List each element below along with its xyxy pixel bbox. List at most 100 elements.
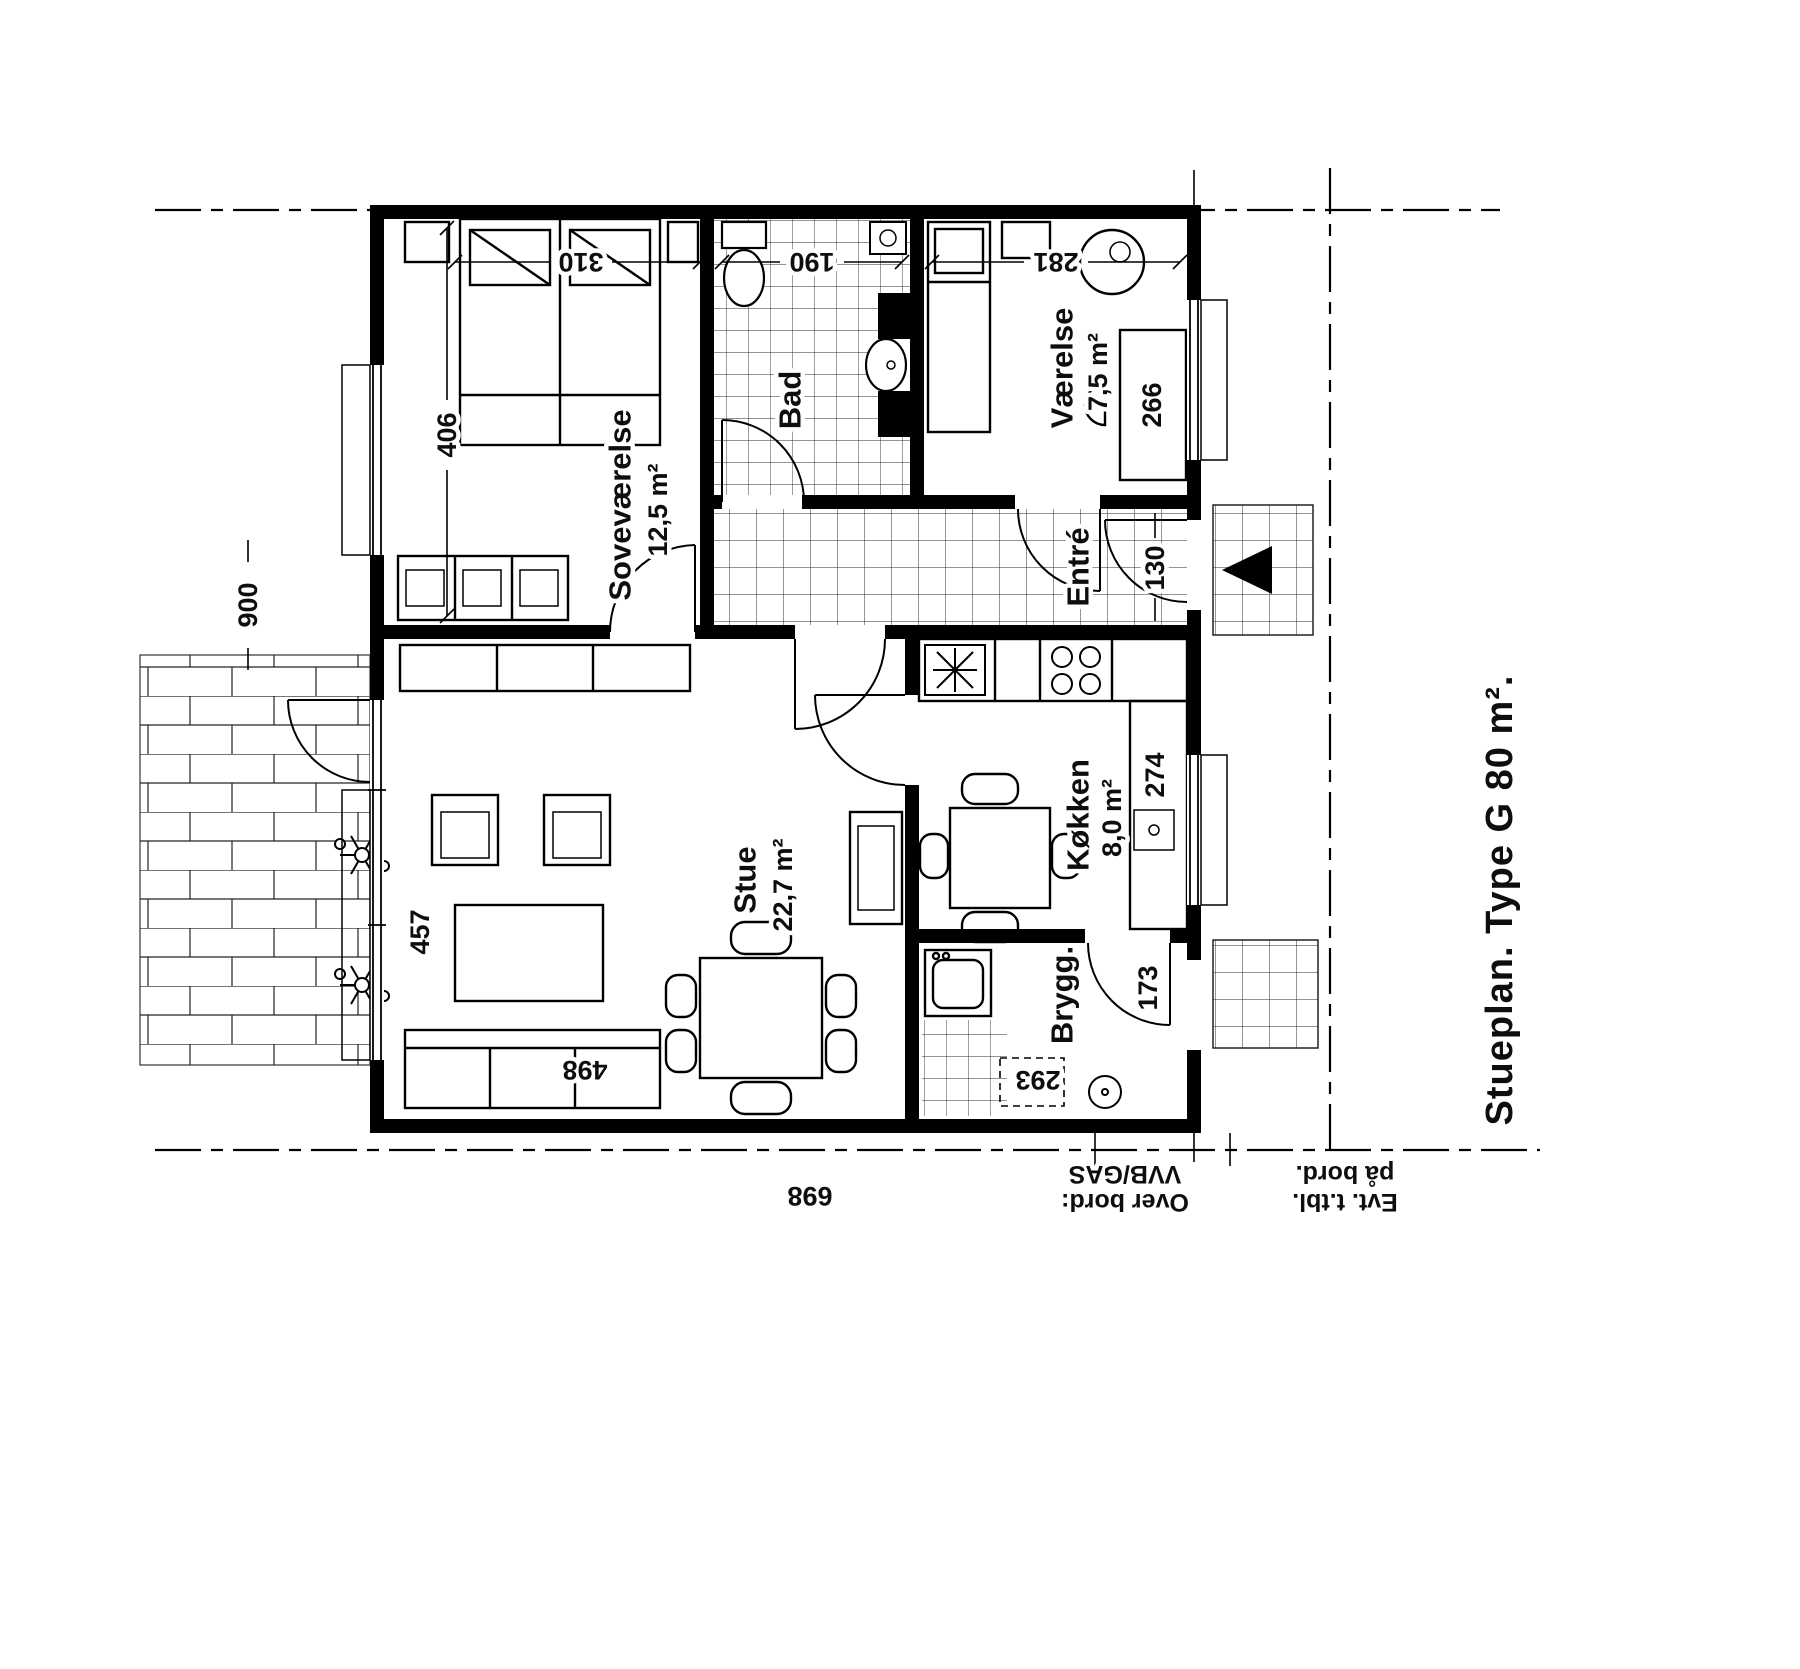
window-bedroom-left bbox=[341, 364, 384, 556]
windows bbox=[341, 299, 1228, 1061]
dimension-lines bbox=[247, 220, 1188, 670]
dim-266: 266 bbox=[1137, 382, 1167, 427]
label-sovevaerelse-area: 12,5 m² bbox=[643, 463, 673, 556]
terrace-paving bbox=[139, 654, 371, 1066]
wall-bedroom-stue-a bbox=[384, 625, 610, 639]
wall-top bbox=[370, 205, 1201, 219]
wall-bath-hall-a bbox=[714, 495, 722, 509]
armchair-left bbox=[430, 793, 500, 867]
wall-bedroom-hall bbox=[700, 219, 714, 639]
labels: Soveværelse 12,5 m² Bad Værelse 7,5 m² E… bbox=[598, 303, 1526, 1130]
kitchen-table-set bbox=[918, 772, 1082, 944]
wall-stue-kitchen-a bbox=[905, 639, 919, 695]
dim-406: 406 bbox=[432, 412, 462, 457]
dim-281: 281 bbox=[1033, 247, 1078, 277]
single-bed bbox=[926, 220, 992, 434]
dining-set bbox=[664, 920, 858, 1116]
label-brygg: Brygg. bbox=[1045, 946, 1080, 1044]
dim-130: 130 bbox=[1140, 545, 1170, 590]
utility-floor-tiles bbox=[922, 1020, 1007, 1116]
drawing-title: Stueplan. Type G 80 m². bbox=[1479, 675, 1521, 1126]
desk-chair bbox=[1083, 383, 1107, 427]
overhead-cabinet-dashed bbox=[999, 1057, 1065, 1107]
note-evt-tbl: Evt. t.tbl. på bord. bbox=[1288, 1156, 1403, 1221]
vaerelse-furniture bbox=[926, 220, 1188, 482]
dim-310: 310 bbox=[558, 247, 603, 277]
window-vaerelse-right bbox=[1187, 299, 1228, 461]
hall-floor-tiles bbox=[714, 509, 1187, 625]
dim-173: 173 bbox=[1133, 965, 1163, 1010]
door-front bbox=[1104, 519, 1188, 603]
label-stue: Stue bbox=[728, 846, 763, 913]
door-bedroom bbox=[609, 544, 696, 633]
dim-274: 274 bbox=[1140, 752, 1170, 797]
plumbing-chase-lower bbox=[878, 391, 910, 437]
kitchen-fixtures bbox=[917, 637, 1189, 944]
dim-498: 498 bbox=[562, 1055, 607, 1085]
washing-machine bbox=[923, 948, 993, 1018]
wall-vaerelse-hall-b bbox=[1100, 495, 1187, 509]
plant-lower bbox=[334, 965, 390, 1005]
note-evt-line2: på bord. bbox=[1296, 1160, 1395, 1188]
bathroom-fixtures bbox=[720, 220, 910, 437]
door-vaerelse bbox=[1017, 508, 1101, 592]
wall-bath-hall-b bbox=[802, 495, 924, 509]
wall-bottom bbox=[370, 1119, 1201, 1133]
utility-door-opening bbox=[1187, 960, 1201, 1050]
entry-arrow bbox=[1222, 546, 1272, 594]
dim-line-406 bbox=[439, 220, 455, 624]
bedroom-dresser bbox=[396, 554, 570, 622]
utility-fixtures bbox=[923, 948, 1122, 1109]
rear-landing bbox=[1212, 939, 1319, 1049]
dim-900: 900 bbox=[233, 582, 263, 627]
dim-698: 698 bbox=[787, 1181, 832, 1211]
kitchen-counter bbox=[917, 637, 1189, 703]
round-chair-detail bbox=[1109, 241, 1131, 263]
armchair-right bbox=[542, 793, 612, 867]
door-bath bbox=[721, 419, 805, 503]
door-kitchen-utility bbox=[1087, 942, 1171, 1026]
dimension-texts: 310 190 281 406 266 130 900 457 498 274 … bbox=[229, 243, 1175, 1216]
plumbing-chase-upper bbox=[878, 293, 910, 339]
dim-line-310 bbox=[447, 254, 708, 270]
door-swings bbox=[287, 419, 1188, 1026]
window-wall-terrace bbox=[341, 700, 386, 1061]
kitchen-sink bbox=[924, 644, 986, 696]
desk bbox=[1118, 328, 1188, 482]
wall-stue-kitchen-b bbox=[905, 785, 919, 1119]
stove-burners bbox=[1051, 646, 1101, 695]
wall-bedroom-stue-b bbox=[695, 625, 795, 639]
label-stue-area: 22,7 m² bbox=[768, 838, 798, 931]
nightstand-left bbox=[403, 220, 451, 264]
wall-bath-vaerelse bbox=[910, 219, 924, 509]
washbasin bbox=[864, 337, 910, 393]
reference-lines bbox=[155, 168, 1540, 1166]
dim-line-281 bbox=[924, 254, 1188, 270]
label-koekken-area: 8,0 m² bbox=[1097, 779, 1127, 857]
label-sovevaerelse: Soveværelse bbox=[603, 409, 638, 600]
window-kitchen-right bbox=[1187, 754, 1228, 906]
front-door-opening bbox=[1187, 520, 1201, 610]
wall-hall-stue bbox=[885, 625, 1187, 639]
label-koekken: Køkken bbox=[1061, 759, 1096, 871]
door-stue-kitchen bbox=[814, 694, 906, 786]
nightstand-right bbox=[666, 220, 700, 264]
label-vaerelse: Værelse bbox=[1045, 308, 1080, 429]
label-vaerelse-area: 7,5 m² bbox=[1083, 333, 1113, 411]
wall-vaerelse-hall-a bbox=[924, 495, 1015, 509]
coffee-table bbox=[453, 903, 605, 1003]
label-bad: Bad bbox=[773, 371, 808, 430]
side-table bbox=[1000, 220, 1052, 260]
note-over-bord-line1: Over bord: bbox=[1061, 1188, 1189, 1216]
tall-cabinet-run bbox=[1128, 699, 1189, 931]
door-terrace bbox=[287, 699, 371, 783]
tv-bench bbox=[848, 810, 904, 926]
bath-cistern bbox=[869, 221, 907, 255]
wall-kitchen-utility-a bbox=[919, 929, 1085, 943]
livingroom-furniture bbox=[334, 643, 904, 1116]
toilet bbox=[720, 220, 768, 308]
dim-190: 190 bbox=[789, 247, 834, 277]
note-over-bord-line2: VVB/GAS bbox=[1069, 1160, 1182, 1188]
